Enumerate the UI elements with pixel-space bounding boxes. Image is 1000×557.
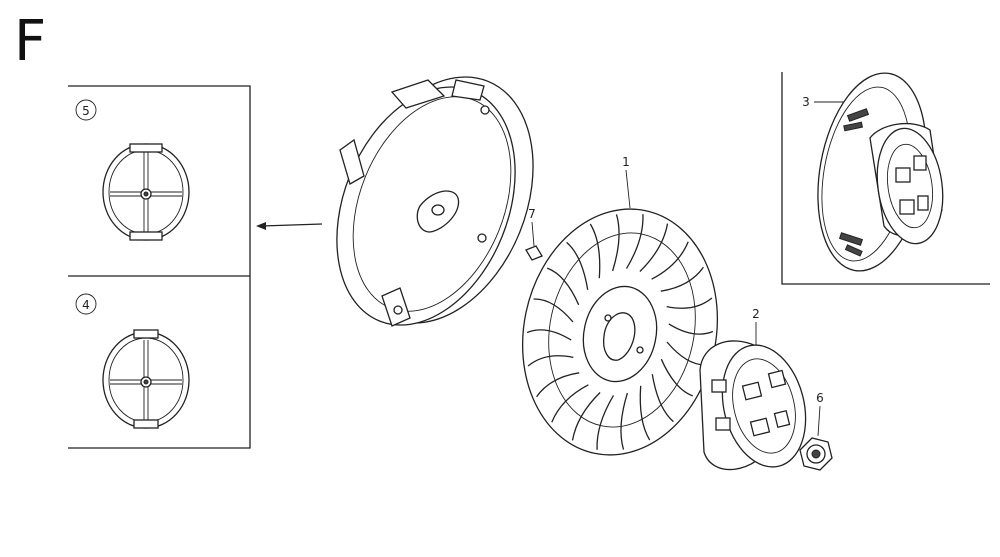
key-part: 7 [525,207,543,261]
fan-blade [546,267,580,306]
fan-blade [533,298,574,323]
flywheel-large-disc [336,76,534,327]
fan-blade [666,297,713,309]
callout-7: 7 [528,207,536,221]
fan-flywheel: 1 [521,155,719,456]
callout-2: 2 [752,307,760,321]
fan-blade [639,385,651,441]
starter-pulley: 2 [699,307,807,471]
flywheel-variant-5: 5 [75,99,190,241]
flywheel-variant-4: 4 [75,293,190,429]
fan-blade [611,214,620,272]
callout-1: 1 [622,155,630,169]
fan-blade [551,384,589,423]
callout-6: 6 [816,391,824,405]
fan-blade [651,374,674,423]
fan-blade [651,241,689,280]
fan-blade [526,329,572,341]
fan-blade [589,223,601,279]
alt-pulley-inset-frame [781,72,990,285]
fan-blade [660,358,694,397]
fan-blade [536,372,580,398]
variant-inset-frame [68,85,251,449]
pulley-lettering [838,108,870,257]
fan-blades [526,214,714,450]
fan-blade [668,323,714,335]
fan-blade [660,266,704,292]
fan-blade [596,395,615,450]
reference-arrow [256,222,323,230]
callout-4: 4 [82,298,90,312]
section-letter: F [14,9,47,74]
fan-blade [566,241,589,290]
fan-blade [527,355,574,367]
callout-3: 3 [802,95,810,109]
flywheel-nut: 6 [799,391,833,471]
callout-5: 5 [82,104,90,118]
fan-blade [639,223,669,272]
alt-starter-pulley: 3 [802,72,944,272]
fan-blade [625,214,644,269]
fan-blade [620,392,629,450]
fan-blade [571,392,601,441]
